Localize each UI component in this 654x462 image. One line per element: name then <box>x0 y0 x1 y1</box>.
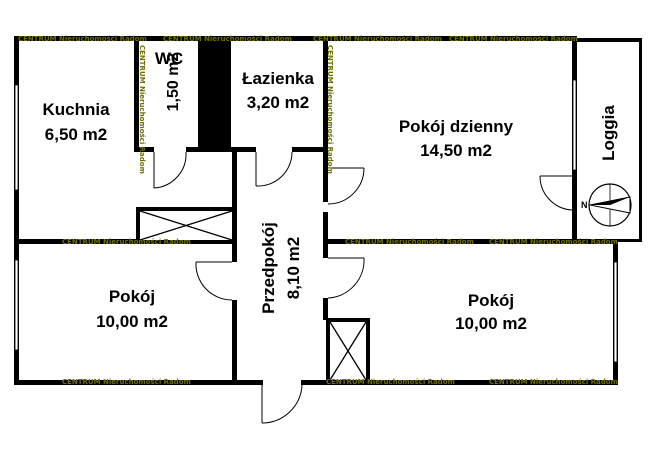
windows <box>14 79 618 363</box>
watermark: CENTRUM Nieruchomości Radom <box>62 238 191 246</box>
watermark: CENTRUM Nieruchomości Radom <box>138 45 146 174</box>
room-area-pokoj-left: 10,00 m2 <box>96 312 168 331</box>
watermark: CENTRUM Nieruchomości Radom <box>18 35 147 43</box>
room-area-lazienka: 3,20 m2 <box>247 93 309 112</box>
watermark: CENTRUM Nieruchomości Radom <box>313 35 442 43</box>
room-area-kuchnia: 6,50 m2 <box>45 125 107 144</box>
watermark: CENTRUM Nieruchomości Radom <box>345 238 474 246</box>
room-area-pokoj-right: 10,00 m2 <box>455 314 527 333</box>
cabinet-cross <box>139 210 367 381</box>
watermark: CENTRUM Nieruchomości Radom <box>326 45 334 174</box>
room-name-pokoj-right: Pokój <box>468 291 514 310</box>
room-name-pokoj-dzienny: Pokój dzienny <box>399 117 514 136</box>
room-name-loggia: Loggia <box>599 105 618 161</box>
doors <box>153 151 573 424</box>
room-name-pokoj-left: Pokój <box>109 287 155 306</box>
room-name-wc: WC <box>155 49 183 68</box>
watermark: CENTRUM Nieruchomości Radom <box>163 35 292 43</box>
watermark: CENTRUM Nieruchomości Radom <box>489 238 618 246</box>
watermark: CENTRUM Nieruchomości Radom <box>449 35 578 43</box>
room-name-lazienka: Łazienka <box>242 69 314 88</box>
compass-icon: N <box>581 183 632 227</box>
watermarks: CENTRUM Nieruchomości Radom CENTRUM Nier… <box>18 35 618 386</box>
room-labels: Kuchnia 6,50 m2 WC 1,50 m2 Łazienka 3,20… <box>42 49 618 333</box>
room-name-przedpokoj: Przedpokój <box>259 222 278 314</box>
room-area-pokoj-dzienny: 14,50 m2 <box>420 141 492 160</box>
compass-north-label: N <box>581 200 588 210</box>
watermark: CENTRUM Nieruchomości Radom <box>489 378 618 386</box>
room-area-przedpokoj: 8,10 m2 <box>284 237 303 299</box>
watermark: CENTRUM Nieruchomości Radom <box>326 378 455 386</box>
room-area-wc: 1,50 m2 <box>165 53 182 112</box>
watermark: CENTRUM Nieruchomości Radom <box>62 378 191 386</box>
room-name-kuchnia: Kuchnia <box>42 100 110 119</box>
